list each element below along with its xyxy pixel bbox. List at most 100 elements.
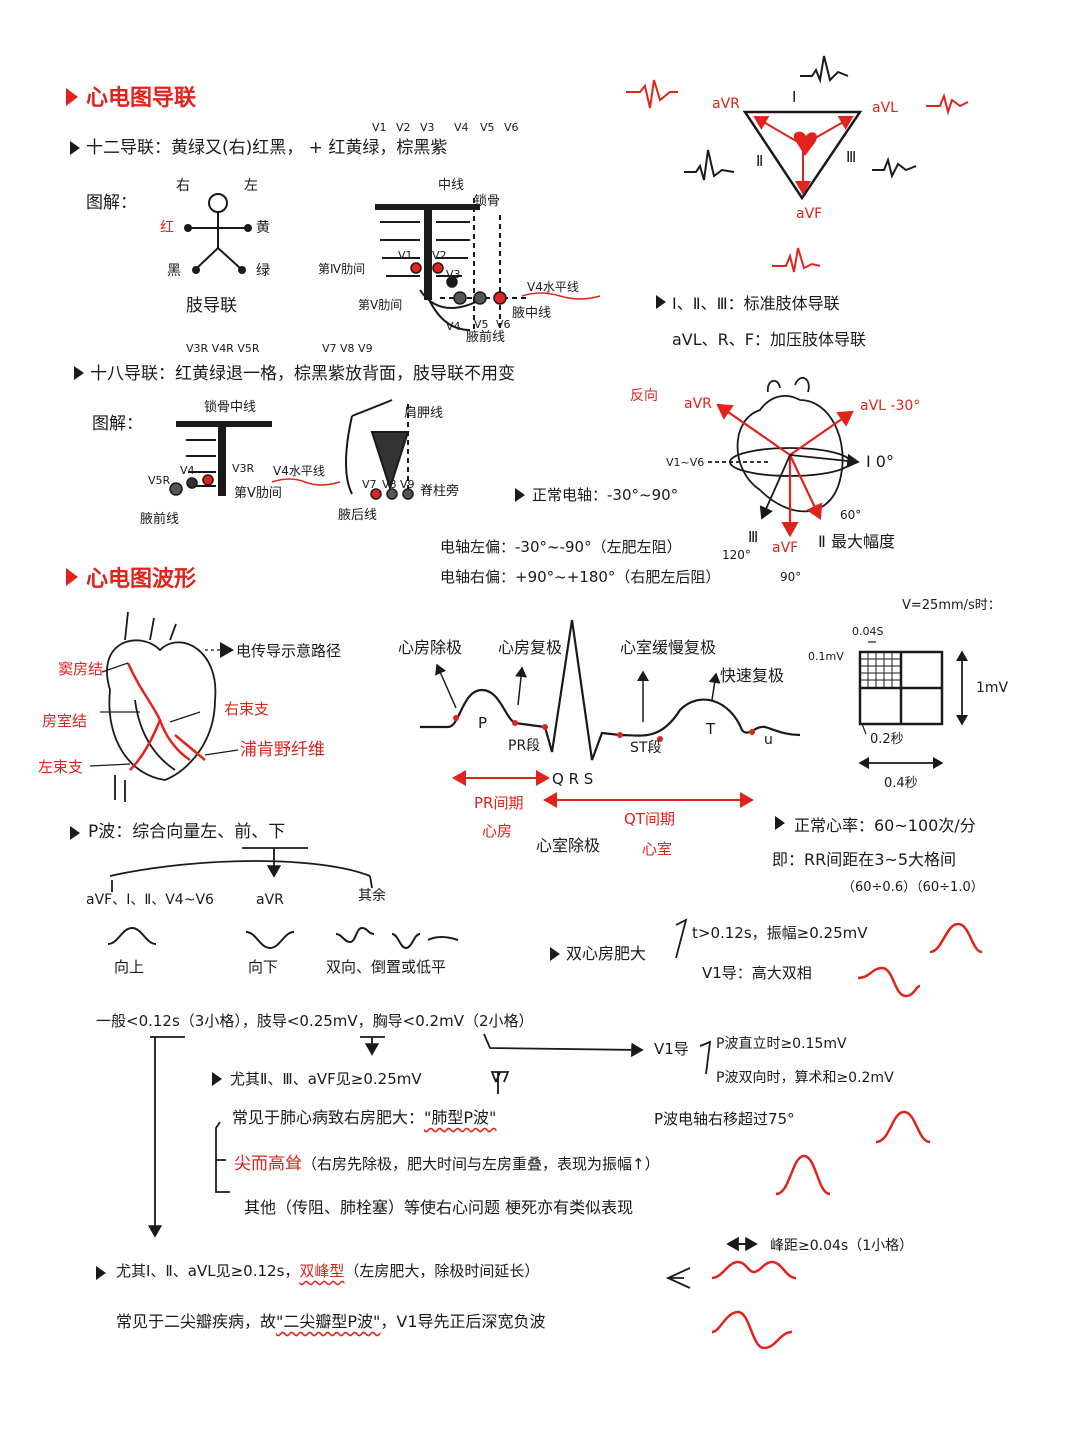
v9-label: V9 (400, 478, 415, 491)
eighteen-heads: V3R V4R V5R (186, 342, 260, 355)
heart-icon (793, 131, 817, 156)
mid-clavicle-label: 锁骨中线 (204, 400, 257, 415)
label-right: 右 (176, 178, 190, 194)
v7-label: V7 (362, 478, 377, 491)
grid-icon (858, 641, 968, 769)
v-head: V4 (454, 121, 469, 134)
lead-i-label: Ⅰ (792, 88, 797, 106)
stick-figure-icon (190, 193, 246, 269)
sa-node-label: 窦房结 (58, 660, 104, 678)
pulmonale-other: 其他（传阻、肺栓塞）等使右心问题 梗死亦有类似表现 (244, 1198, 634, 1217)
pulmonale-cause-text: 常见于肺心病致右房肥大： (232, 1108, 425, 1127)
left-deviation-text: 电轴左偏：-30°~-90°（左肥左阻） (440, 538, 682, 556)
s04-label: 0.4秒 (884, 776, 918, 791)
pulmonale-cause: 常见于肺心病致右房肥大："肺型P波" (232, 1108, 496, 1127)
mv01-label: 0.1mV (808, 650, 844, 663)
p-mitrale-term: "二尖瓣型P波" (276, 1312, 381, 1331)
s02-label: 0.2秒 (870, 732, 904, 747)
v-head: V5 (480, 121, 495, 134)
av-node-label: 房室结 (42, 712, 88, 730)
biatrial-label: 双心房肥大 (566, 944, 647, 963)
v4-line-label: V4水平线 (527, 280, 579, 294)
u-label: u (764, 732, 773, 748)
ii-max-label: Ⅱ 最大幅度 (818, 532, 895, 551)
st-segment-label: ST段 (630, 740, 662, 756)
mitrale-cause: 常见于二尖瓣疾病，故"二尖瓣型P波"，V1导先正后深宽负波 (116, 1312, 546, 1331)
down-label: 向下 (248, 958, 279, 976)
p-pulmonale-term: "肺型P波" (424, 1108, 497, 1127)
axis-right-shift: P波电轴右移超过75° (654, 1110, 795, 1128)
deg60-label: 60° (840, 508, 862, 522)
p-label: P (478, 714, 488, 732)
lead-up-label: aVF、Ⅰ、Ⅱ、V4~V6 (86, 892, 214, 908)
double-peak-term: 双峰型 (299, 1262, 345, 1280)
diagram-label: 图解： (86, 193, 137, 213)
lead-other-label: 其余 (358, 888, 386, 904)
ecg-wave-icon (684, 55, 917, 181)
v-head: V6 (504, 121, 519, 134)
pulmonale-shape: 尖而高耸（右房先除极，肥大时间与左房重叠，表现为振幅↑） (234, 1154, 660, 1174)
mitrale-criterion: 尤其Ⅰ、Ⅱ、aVL见≥0.12s，双峰型（左房肥大，除极时间延长） (116, 1262, 539, 1280)
ecg-wave-icon (711, 922, 983, 1350)
limb-leads-label: 肢导联 (186, 296, 237, 316)
v4r-label: V4 (180, 464, 195, 477)
lead-iii-label: Ⅲ (846, 148, 857, 166)
lead-ii-label: Ⅱ (756, 152, 764, 170)
qt-interval-label: QT间期 (624, 810, 675, 828)
label-yellow: 黄 (256, 220, 270, 236)
mv1-label: 1mV (976, 680, 1009, 696)
ecg-wave-icon (626, 79, 969, 273)
v1-upright-criterion: P波直立时≥0.15mV (716, 1036, 847, 1052)
s004-label: 0.04S (852, 625, 884, 638)
label-black: 黑 (167, 263, 181, 279)
fifth-ics-label: 第Ⅴ肋间 (358, 298, 403, 312)
v-head: V3 (420, 121, 435, 134)
conduction-label: 电传导示意路径 (236, 642, 342, 660)
section-title-leads: 心电图导联 (86, 86, 197, 111)
v3r-label: V3R (232, 462, 255, 475)
ventricular-depol-label: 心室除极 (536, 836, 601, 855)
axis-avl-label: aVL -30° (860, 398, 921, 414)
bullet-triangle-icon (70, 141, 785, 1280)
axis-avr-label: aVR (684, 396, 712, 412)
pr-segment-label: PR段 (508, 738, 541, 754)
pr-interval-label: PR间期 (474, 794, 524, 812)
chest-v: V4 (446, 320, 461, 333)
rr-text: 即：RR间距在3~5大格间 (772, 850, 957, 869)
scapula-line-label: 肩胛线 (404, 406, 444, 421)
chest-v: V6 (496, 318, 511, 331)
chest-v: V5 (474, 318, 489, 331)
v1-biphasic-criterion: P波双向时，算术和≥0.2mV (716, 1070, 894, 1086)
other-label: 双向、倒置或低平 (326, 958, 447, 976)
standard-limb-note: Ⅰ、Ⅱ、Ⅲ：标准肢体导联 (672, 294, 840, 313)
normal-p-criteria: 一般<0.12s（3小格），肢导<0.25mV，胸导<0.2mV（2小格） (96, 1012, 534, 1030)
biatrial-criterion-1: t>0.12s，振幅≥0.25mV (692, 924, 868, 942)
ecg-waveform (420, 619, 801, 761)
bullet-triangle-icon (66, 88, 78, 586)
posterior-chest-diagram (176, 399, 410, 496)
atrium-label: 心房 (482, 822, 513, 840)
peak-distance-text: 峰距≥0.04s（1小格） (770, 1238, 914, 1254)
purkinje-label: 浦肯野纤维 (240, 740, 325, 760)
speed-label: V=25mm/s时： (902, 598, 1001, 613)
chest-v: V2 (432, 249, 447, 262)
ant-axillary-label: 腋前线 (466, 330, 506, 345)
pwave-title: P波：综合向量左、前、下 (88, 822, 286, 842)
v1v6-label: V1~V6 (666, 456, 705, 469)
atrial-depol-label: 心房除极 (398, 638, 463, 657)
fifth-ics-label-2: 第Ⅴ肋间 (234, 486, 282, 501)
heart-rate-text: 正常心率：60~100次/分 (794, 816, 976, 835)
ventricular-fast-label: 快速复极 (720, 666, 785, 685)
augmented-limb-note: aVL、R、F：加压肢体导联 (672, 330, 866, 349)
up-label: 向上 (114, 958, 145, 976)
v-head: V2 (396, 121, 411, 134)
avf-label: aVF (796, 206, 823, 222)
fourth-ics-label: 第Ⅳ肋间 (318, 262, 366, 276)
diagram-label-2: 图解： (92, 414, 143, 434)
mitrale-v1: ，V1导先正后深宽负波 (380, 1312, 546, 1331)
v8-label: V8 (382, 478, 397, 491)
clavicle-label: 锁骨 (474, 194, 501, 209)
chest-v: V3 (446, 268, 461, 281)
deg120-label: 120° (722, 548, 751, 562)
label-green: 绿 (256, 263, 270, 279)
